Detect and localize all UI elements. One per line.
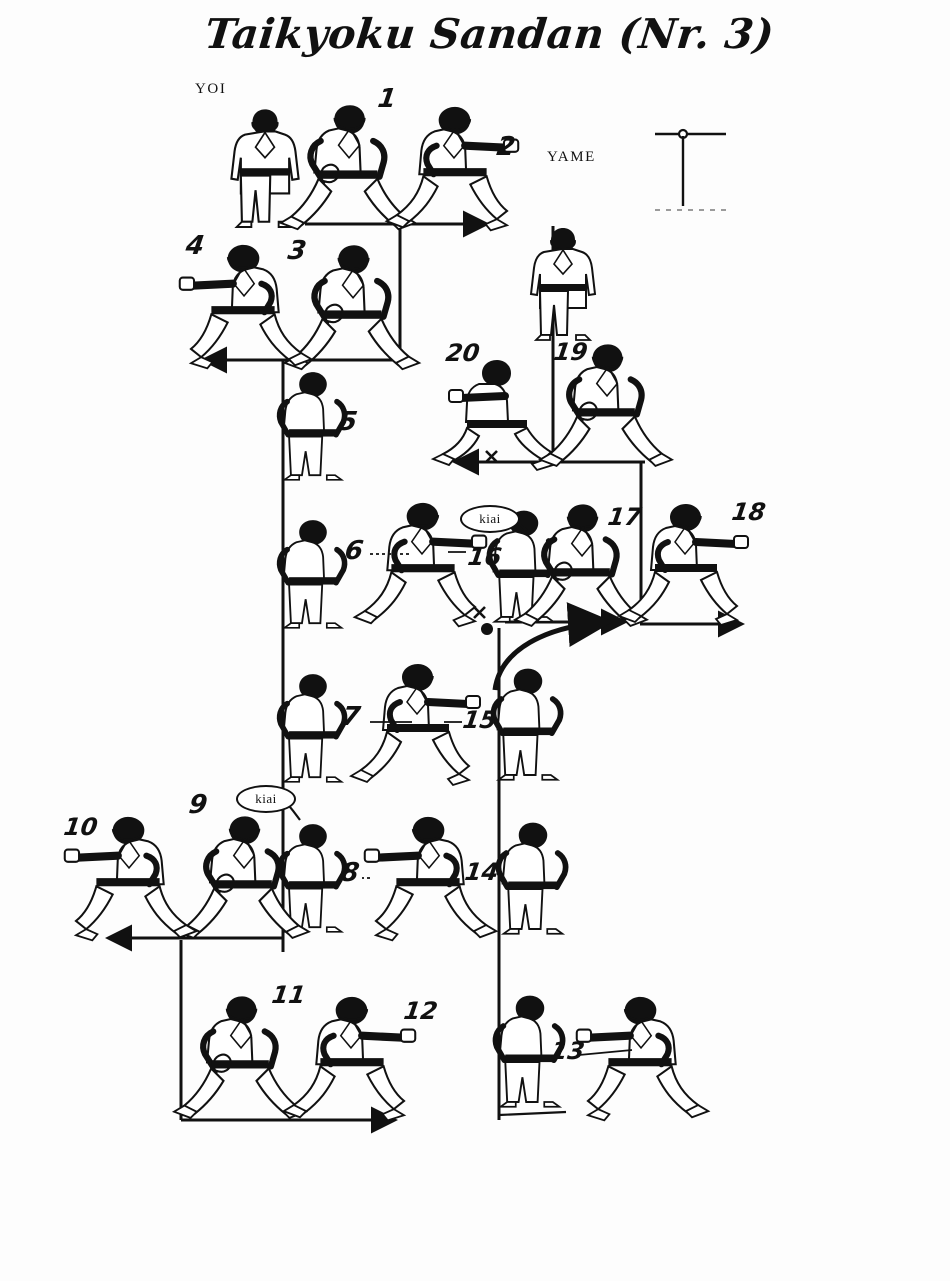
figure-step-15-back xyxy=(493,669,560,780)
step-number-6: 6 xyxy=(342,536,366,566)
step-number-15: 15 xyxy=(461,706,499,734)
pivot-markers xyxy=(473,450,498,619)
page-title: Taikyoku Sandan (Nr. 3) xyxy=(202,10,777,58)
figure-group xyxy=(65,105,748,1120)
figure-step-12 xyxy=(284,997,416,1120)
figure-step-1 xyxy=(281,105,415,229)
step-number-4: 4 xyxy=(183,231,207,261)
step-number-16: 16 xyxy=(466,543,504,571)
kiai-bubble-1: kiai xyxy=(460,505,520,533)
figure-step-5 xyxy=(280,372,345,480)
step-number-12: 12 xyxy=(402,997,440,1025)
step-number-1: 1 xyxy=(375,84,399,114)
step-number-5: 5 xyxy=(336,407,360,437)
step-number-14: 14 xyxy=(463,858,501,886)
pivot-dot xyxy=(481,623,493,635)
figure-step-13 xyxy=(577,997,709,1120)
step-number-20: 20 xyxy=(444,339,482,367)
step-number-8: 8 xyxy=(338,858,362,888)
figure-step-15 xyxy=(351,664,480,785)
label-yame: YAME xyxy=(547,149,596,165)
step-number-11: 11 xyxy=(270,981,308,1009)
step-number-18: 18 xyxy=(730,498,768,526)
step-number-17: 17 xyxy=(606,503,644,531)
step-number-7: 7 xyxy=(339,702,363,732)
figure-step-6 xyxy=(280,520,345,628)
figure-yame xyxy=(530,227,596,341)
step-number-2: 2 xyxy=(494,132,518,162)
label-yoi: YOI xyxy=(195,81,227,97)
step-number-19: 19 xyxy=(552,338,590,366)
step-number-13: 13 xyxy=(549,1037,587,1065)
figure-step-2 xyxy=(387,107,519,230)
step-number-3: 3 xyxy=(285,236,309,266)
embusen-key-symbol xyxy=(655,128,726,211)
kiai-bubble-2: kiai xyxy=(236,785,296,813)
figure-step-14-back xyxy=(498,823,565,934)
step-number-10: 10 xyxy=(62,813,100,841)
figure-step-7 xyxy=(280,674,345,782)
figure-yoi xyxy=(230,108,300,229)
step-number-9: 9 xyxy=(186,790,210,820)
figure-step-11 xyxy=(174,996,306,1118)
